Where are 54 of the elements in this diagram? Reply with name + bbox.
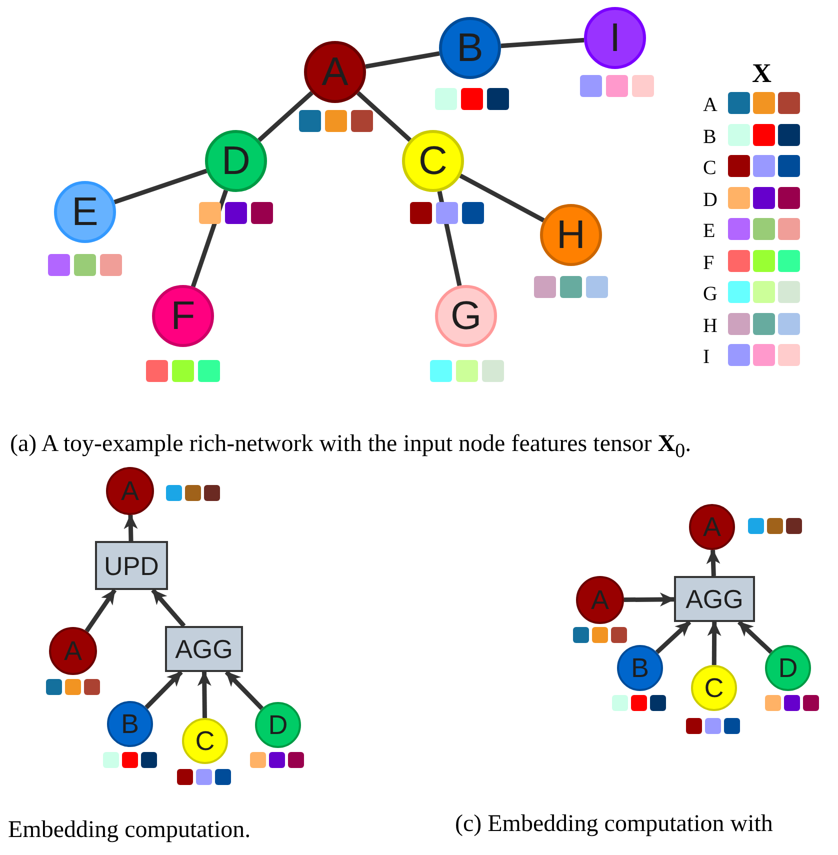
- arrow: [224, 670, 264, 710]
- arrow: [706, 548, 720, 576]
- graph-node-circle: D: [205, 130, 267, 192]
- graph-node-circle: B: [439, 17, 501, 79]
- row-label: C: [703, 158, 716, 178]
- operation-box: AGG: [674, 576, 755, 622]
- arrow: [655, 620, 692, 654]
- matrix-symbol: X: [752, 60, 772, 87]
- graph-node-circle: C: [402, 130, 464, 192]
- graph-node-circle: H: [540, 204, 602, 266]
- graph-node-circle: D: [765, 645, 811, 691]
- arrow: [737, 620, 773, 654]
- arrow: [707, 621, 722, 666]
- connector-line: [356, 91, 412, 142]
- arrow: [151, 588, 186, 628]
- graph-node-circle: E: [54, 181, 116, 243]
- connector-line: [500, 38, 584, 48]
- arrow: [124, 514, 138, 542]
- caption: (c) Embedding computation with: [455, 812, 773, 836]
- graph-node-circle: A: [304, 41, 366, 103]
- graph-node-circle: I: [584, 7, 646, 69]
- arrow: [197, 671, 212, 718]
- arrow: [144, 670, 183, 710]
- graph-node-circle: C: [691, 665, 737, 711]
- graph-node-circle: B: [107, 701, 153, 747]
- graph-node-circle: A: [689, 504, 735, 550]
- graph-node-circle: A: [49, 627, 97, 675]
- graph-node-circle: G: [435, 285, 497, 347]
- operation-box: AGG: [165, 626, 243, 672]
- caption: Embedding computation.: [8, 818, 251, 842]
- row-label: B: [703, 126, 716, 146]
- graph-node-circle: C: [182, 718, 228, 764]
- graph-node-circle: A: [106, 467, 154, 515]
- row-label: I: [703, 347, 710, 367]
- graph-node-circle: B: [617, 645, 663, 691]
- row-label: F: [703, 252, 714, 272]
- row-label: E: [703, 221, 716, 241]
- operation-box: UPD: [95, 541, 168, 590]
- graph-node-circle: A: [576, 576, 624, 624]
- connector-line: [258, 91, 314, 142]
- connector-line: [459, 174, 545, 222]
- graph-node-circle: F: [152, 285, 214, 347]
- caption: (a) A toy-example rich-network with the input node features tensor X$_{0}$.: [10, 432, 692, 461]
- row-label: A: [703, 95, 718, 115]
- arrow: [624, 592, 675, 606]
- row-label: H: [703, 316, 718, 336]
- graph-node-circle: D: [255, 702, 301, 748]
- connector-line: [365, 51, 440, 69]
- connector-line: [114, 168, 208, 204]
- row-label: D: [703, 190, 718, 210]
- connector-line: [190, 190, 228, 288]
- connector-line: [437, 190, 462, 286]
- row-label: G: [703, 284, 718, 304]
- arrow: [84, 588, 117, 632]
